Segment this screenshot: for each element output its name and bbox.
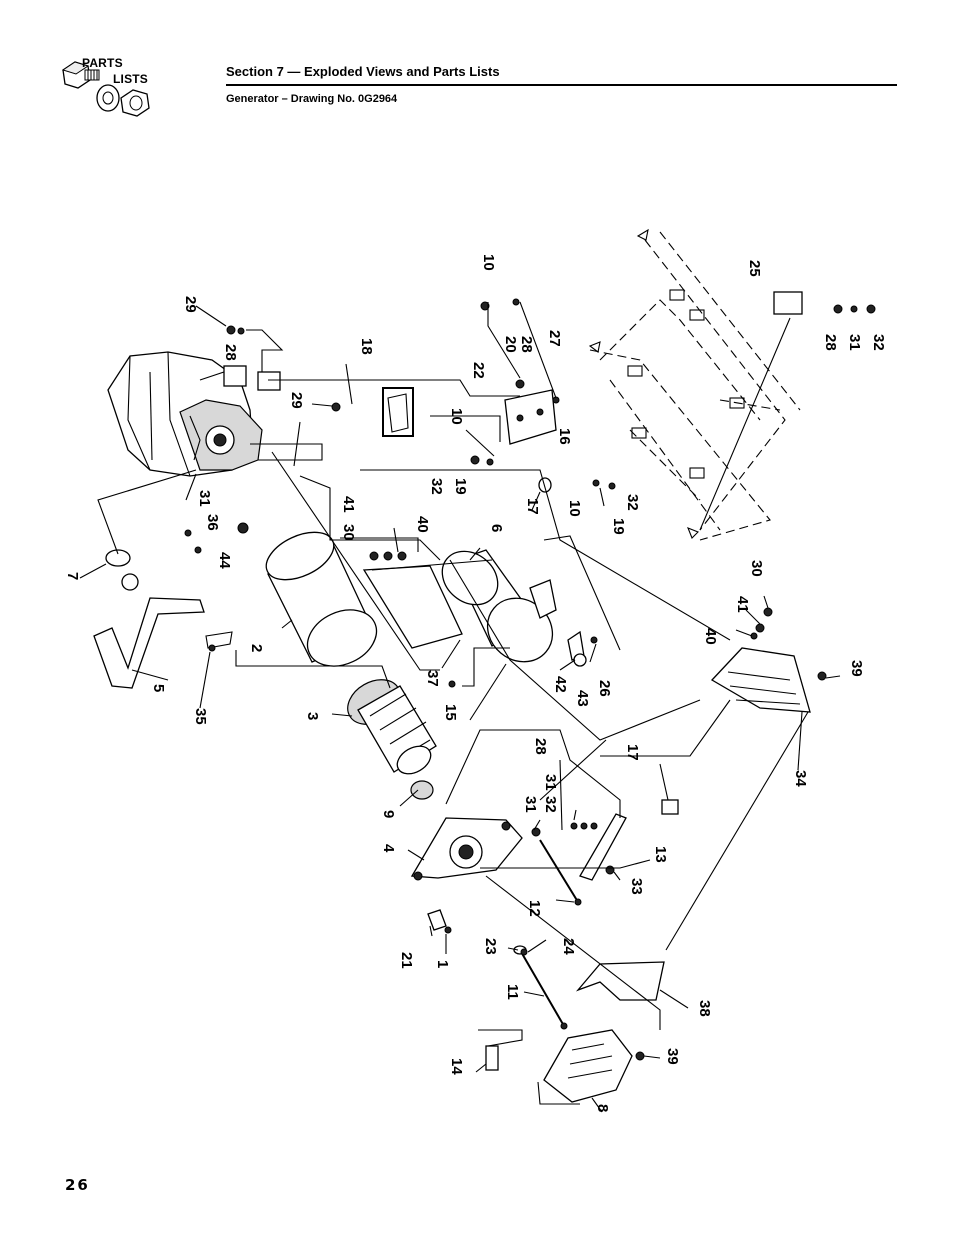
part-3-rotor xyxy=(347,679,437,775)
fasteners xyxy=(184,291,876,1071)
part-5-exhaust-pipe xyxy=(93,549,233,689)
callout: 19 xyxy=(610,518,627,535)
callout: 24 xyxy=(560,938,577,955)
callout: 31 xyxy=(846,334,863,351)
callout: 38 xyxy=(696,1000,713,1017)
leader-lines xyxy=(79,301,841,1113)
callout: 40 xyxy=(414,516,431,533)
callout: 41 xyxy=(734,596,751,613)
callout: 34 xyxy=(792,770,809,787)
callout: 2 xyxy=(248,644,265,652)
callout: 17 xyxy=(624,744,641,761)
callout: 44 xyxy=(216,552,233,569)
part-2-stator-shell xyxy=(265,531,378,667)
callout: 23 xyxy=(482,938,499,955)
header-rule xyxy=(226,84,897,86)
callout: 10 xyxy=(448,408,465,425)
callout: 4 xyxy=(380,844,397,853)
part-13-bar xyxy=(579,813,627,881)
callout: 18 xyxy=(358,338,375,355)
frame-outline xyxy=(588,228,801,541)
callout: 9 xyxy=(380,810,397,818)
callout: 28 xyxy=(222,344,239,361)
part-6-alternator-housing xyxy=(441,549,557,663)
part-21-bracket xyxy=(427,909,447,931)
nut-bolt-washer-icon xyxy=(61,61,150,117)
part-34-grille xyxy=(710,647,811,713)
callout: 32 xyxy=(870,334,887,351)
callout: 28 xyxy=(532,738,549,755)
callout: 1 xyxy=(434,960,451,968)
callout: 8 xyxy=(594,1104,611,1112)
callout: 30 xyxy=(340,524,357,541)
part-9-bearing xyxy=(410,780,434,800)
callout: 29 xyxy=(182,296,199,313)
callout: 37 xyxy=(424,670,441,687)
callout: 11 xyxy=(504,984,521,1000)
callout: 16 xyxy=(556,428,573,445)
part-8-rear-cover xyxy=(543,1029,633,1103)
callout: 14 xyxy=(448,1058,465,1075)
callout: 3 xyxy=(304,712,321,720)
callout: 32 xyxy=(542,796,559,813)
callout: 31 xyxy=(196,490,213,507)
callout: 35 xyxy=(192,708,209,725)
logo-word-parts: PARTS xyxy=(82,56,123,70)
page-number: 26 xyxy=(65,1176,90,1194)
engine-assembly xyxy=(107,351,263,477)
callout: 26 xyxy=(596,680,613,697)
callout: 42 xyxy=(552,676,569,693)
callout: 12 xyxy=(526,900,543,917)
callout: 10 xyxy=(566,500,583,517)
callout: 33 xyxy=(628,878,645,895)
callout: 28 xyxy=(822,334,839,351)
part-38-panel xyxy=(575,961,665,1001)
callout: 32 xyxy=(428,478,445,495)
callout: 22 xyxy=(470,362,487,379)
callout: 17 xyxy=(524,498,541,515)
callout-numbers: 29 28 18 29 22 20 28 27 10 10 16 32 19 1… xyxy=(64,254,887,1112)
callout: 43 xyxy=(574,690,591,707)
callout: 10 xyxy=(480,254,497,271)
logo-word-lists: LISTS xyxy=(113,72,149,86)
callout: 39 xyxy=(848,660,865,677)
callout: 5 xyxy=(150,684,167,692)
drawing-title: Generator – Drawing No. 0G2964 xyxy=(226,93,398,105)
callout: 7 xyxy=(64,572,81,580)
callout: 39 xyxy=(664,1048,681,1065)
callout: 13 xyxy=(652,846,669,863)
part-11-rod xyxy=(519,949,565,1027)
part-12-rod xyxy=(539,839,579,903)
callout: 41 xyxy=(340,496,357,513)
callout: 29 xyxy=(288,392,305,409)
callout: 27 xyxy=(546,330,563,347)
part-bracket-detail xyxy=(387,393,409,433)
highlight-box xyxy=(382,387,414,437)
callout: 31 xyxy=(522,796,539,813)
part-28-gasket xyxy=(223,365,247,387)
callout: 40 xyxy=(702,628,719,645)
part-spacer-block xyxy=(257,371,281,391)
part-16-mounting-plate xyxy=(504,389,557,445)
callout: 31 xyxy=(542,774,559,791)
callout: 15 xyxy=(442,704,459,721)
callout: 30 xyxy=(748,560,765,577)
callout: 28 xyxy=(518,336,535,353)
callout: 32 xyxy=(624,494,641,511)
callout: 25 xyxy=(746,260,763,277)
callout: 20 xyxy=(502,336,519,353)
callout: 21 xyxy=(398,952,415,969)
section-title: Section 7 — Exploded Views and Parts Lis… xyxy=(226,64,500,79)
callout: 36 xyxy=(204,514,221,531)
parts-lists-logo xyxy=(55,52,165,132)
callout: 19 xyxy=(452,478,469,495)
callout: 6 xyxy=(488,524,505,532)
part-4-end-bracket xyxy=(410,817,523,881)
